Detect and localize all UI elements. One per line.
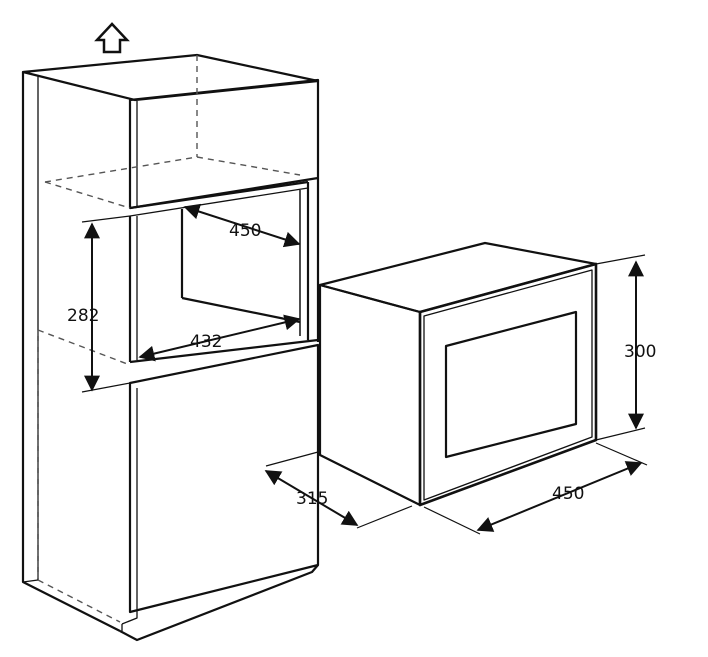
appliance-depth-label: 315 bbox=[296, 489, 328, 509]
tall-cabinet bbox=[21, 53, 320, 642]
niche-depth-label: 450 bbox=[229, 221, 261, 241]
appliance-height-label: 300 bbox=[624, 342, 656, 362]
niche-height-label: 282 bbox=[67, 306, 99, 326]
up-arrow-icon bbox=[94, 22, 130, 54]
hidden-edges bbox=[37, 55, 301, 623]
niche-width-label: 432 bbox=[190, 332, 222, 352]
microwave-appliance bbox=[318, 241, 598, 507]
appliance-width-label: 450 bbox=[552, 484, 584, 504]
dimension-lines bbox=[81, 203, 648, 535]
